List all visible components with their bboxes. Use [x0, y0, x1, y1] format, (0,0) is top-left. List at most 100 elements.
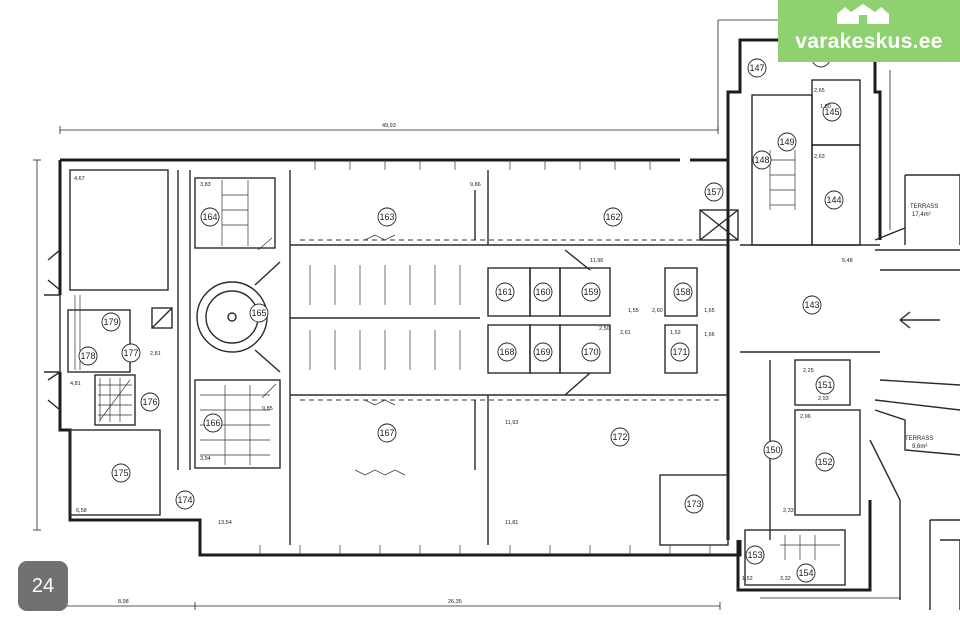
room-circle: [78, 346, 98, 366]
room-label: 167: [379, 428, 394, 438]
area-label: 13,54: [218, 520, 232, 526]
room-label: 153: [747, 550, 762, 560]
area-label: 2,81: [150, 351, 161, 357]
room-number-166: 166: [203, 413, 223, 433]
area-label: 1,65: [704, 308, 715, 314]
room-number-143: 143: [802, 295, 822, 315]
room-number-163: 163: [377, 207, 397, 227]
room-circle: [670, 342, 690, 362]
room-number-172: 172: [610, 427, 630, 447]
room-label: 170: [583, 347, 598, 357]
room-circle: [673, 282, 693, 302]
room-label: 166: [205, 418, 220, 428]
room-numbers: 1431441451461471481491501511521531541571…: [78, 48, 844, 583]
central-halls: [259, 160, 728, 555]
area-label: 4,67: [74, 176, 85, 182]
room-number-144: 144: [824, 190, 844, 210]
room-label: 158: [675, 287, 690, 297]
terrace-area: 17,4m²: [912, 212, 931, 218]
area-label: 2,33: [783, 508, 794, 514]
room-label: 177: [123, 348, 138, 358]
room-number-151: 151: [815, 375, 835, 395]
room-label: 143: [804, 300, 819, 310]
room-label: 144: [826, 195, 841, 205]
room-number-176: 176: [140, 392, 160, 412]
room-circle: [200, 207, 220, 227]
room-circle: [704, 182, 724, 202]
room-number-160: 160: [533, 282, 553, 302]
room-number-165: 165: [249, 303, 269, 323]
room-label: 178: [80, 351, 95, 361]
area-label: 2,93: [818, 396, 829, 402]
brand-banner[interactable]: varakeskus.ee: [778, 0, 960, 62]
area-label: 11,81: [505, 520, 518, 526]
room-number-164: 164: [200, 207, 220, 227]
area-label: 1,52: [742, 576, 753, 582]
room-circle: [249, 303, 269, 323]
room-label: 163: [379, 212, 394, 222]
room-circle: [815, 375, 835, 395]
area-label: 11,93: [505, 420, 518, 426]
room-number-179: 179: [101, 312, 121, 332]
room-label: 149: [779, 137, 794, 147]
room-number-149: 149: [777, 132, 797, 152]
area-label: 2,60: [652, 308, 663, 314]
room-label: 174: [177, 495, 192, 505]
dimension-label-bottom-left: 8,98: [118, 599, 129, 605]
room-circle: [497, 342, 517, 362]
room-circle: [533, 342, 553, 362]
room-number-178: 178: [78, 346, 98, 366]
room-circle: [377, 207, 397, 227]
room-label: 159: [583, 287, 598, 297]
room-circle: [111, 463, 131, 483]
area-label: 3,83: [200, 182, 211, 188]
room-label: 162: [605, 212, 620, 222]
area-label: 1,55: [628, 308, 639, 314]
room-circle: [777, 132, 797, 152]
brand-name: varakeskus.ee: [795, 30, 943, 53]
terrace-name: TERRASS: [910, 204, 938, 210]
room-number-157: 157: [704, 182, 724, 202]
area-label: 4,81: [70, 381, 81, 387]
room-number-167: 167: [377, 423, 397, 443]
terrace-lower: TERRASS 9,6m²: [905, 436, 933, 450]
room-label: 152: [817, 457, 832, 467]
room-number-148: 148: [752, 150, 772, 170]
room-label: 169: [535, 347, 550, 357]
room-circle: [610, 427, 630, 447]
room-label: 165: [251, 308, 266, 318]
area-label: 2,61: [620, 330, 631, 336]
room-circle: [745, 545, 765, 565]
room-number-175: 175: [111, 463, 131, 483]
room-number-158: 158: [673, 282, 693, 302]
room-circle: [747, 58, 767, 78]
area-label: 6,58: [76, 508, 87, 514]
terrace-area: 9,6m²: [912, 444, 927, 450]
room-label: 176: [142, 397, 157, 407]
room-circle: [533, 282, 553, 302]
dimension-lines: 49,93 26,35 8,98: [33, 19, 960, 610]
room-number-168: 168: [497, 342, 517, 362]
room-label: 150: [765, 445, 780, 455]
room-number-150: 150: [763, 440, 783, 460]
room-circle: [824, 190, 844, 210]
room-label: 151: [817, 380, 832, 390]
room-circle: [802, 295, 822, 315]
area-label: 3,32: [780, 576, 791, 582]
area-label: 3,94: [200, 456, 211, 462]
toilet-block: [487, 249, 729, 546]
room-circle: [752, 150, 772, 170]
room-circle: [581, 342, 601, 362]
room-circle: [822, 102, 842, 122]
area-label: 5,48: [842, 258, 853, 264]
room-circle: [684, 494, 704, 514]
room-label: 161: [497, 287, 512, 297]
room-circle: [175, 490, 195, 510]
area-label: 2,96: [800, 414, 811, 420]
room-number-170: 170: [581, 342, 601, 362]
room-circle: [377, 423, 397, 443]
room-number-161: 161: [495, 282, 515, 302]
room-circle: [495, 282, 515, 302]
terrace-upper: TERRASS 17,4m²: [910, 204, 938, 218]
room-label: 160: [535, 287, 550, 297]
